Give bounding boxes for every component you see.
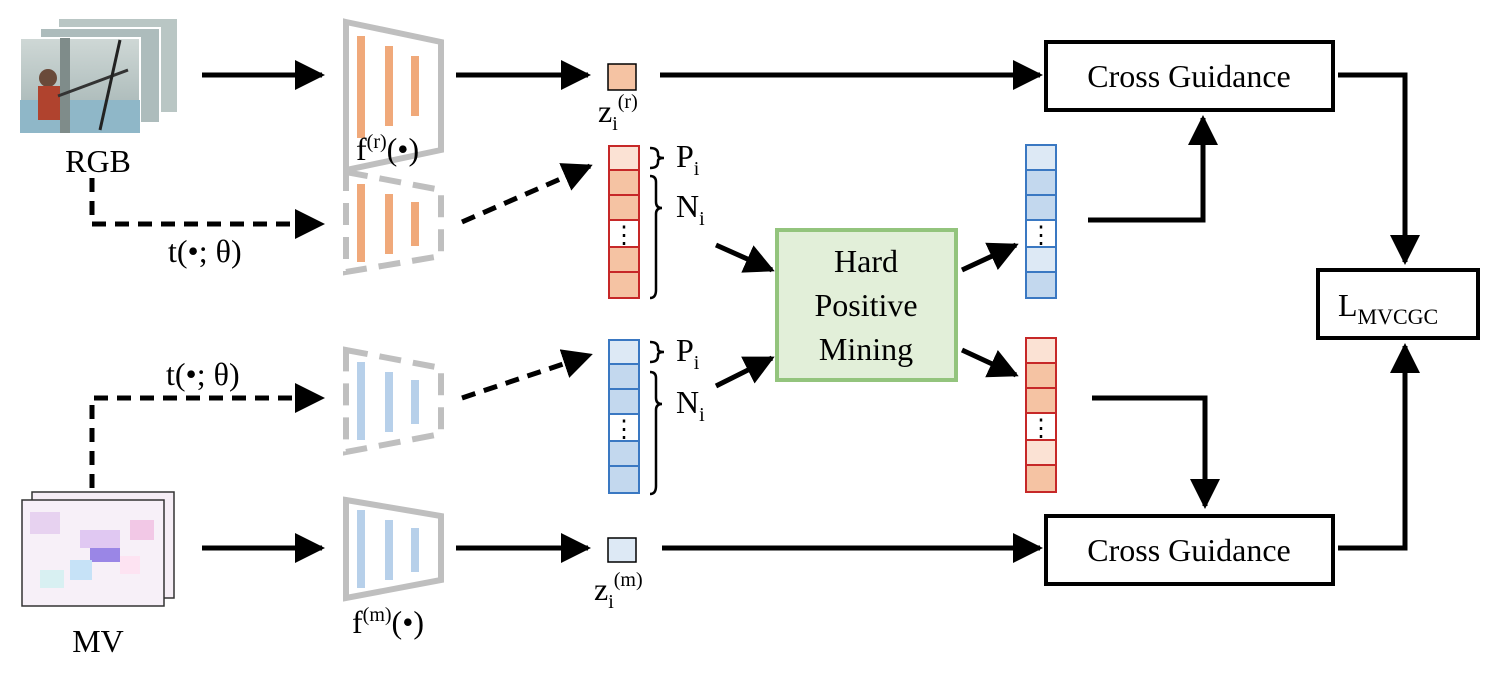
rgb-queue-ellipsis: ⋮ [612,223,636,249]
mv-queue [608,339,640,494]
mv-input-frames [21,491,175,607]
rgb-label: RGB [65,143,131,179]
mined-rgb-queue [1025,337,1057,493]
rgb-queue [608,145,640,299]
loss-label: LMVCGC [1338,287,1438,329]
mv-label: MV [72,623,124,659]
rgb-embedding-square [607,63,637,91]
hpm-line1: Hard [834,243,898,279]
mv-augmented-encoder [343,346,444,456]
mv-encoder-label: f(m)(•) [352,604,424,640]
rgb-input-frames [19,17,179,134]
mv-embedding-label: zi(m) [594,569,643,613]
cross-guidance-box-top [1044,40,1335,112]
hpm-line3: Mining [819,331,913,367]
rgb-encoder [343,18,444,174]
rgb-positive-label: Pi [676,138,700,180]
rgb-encoder-label: f(r)(•) [356,131,419,167]
mv-positive-label: Pi [676,332,700,374]
mv-embedding-square [607,537,637,563]
rgb-augmented-encoder [343,168,444,276]
rgb-negative-label: Ni [676,188,705,230]
mv-negative-label: Ni [676,384,705,426]
mined-mv-queue-ellipsis: ⋮ [1029,223,1053,249]
mining-arrows [714,242,1019,389]
hard-positive-mining-box [775,228,958,382]
rgb-embedding-label: zi(r) [598,91,638,135]
hpm-line2: Positive [814,287,917,323]
transform-label-top: t(•; θ) [168,233,242,269]
input-arrows [89,60,593,563]
loss-box [1316,268,1480,340]
cross-guidance-box-bottom [1044,514,1335,586]
cross-guidance-bottom-label: Cross Guidance [1087,532,1291,568]
mined-rgb-queue-ellipsis: ⋮ [1029,416,1053,442]
mv-encoder [343,496,444,602]
queue-brackets [649,146,665,496]
mined-mv-queue [1025,144,1057,299]
guidance-arrows [660,60,1420,563]
mv-queue-ellipsis: ⋮ [612,417,636,443]
cross-guidance-top-label: Cross Guidance [1087,58,1291,94]
transform-label-bottom: t(•; θ) [166,356,240,392]
